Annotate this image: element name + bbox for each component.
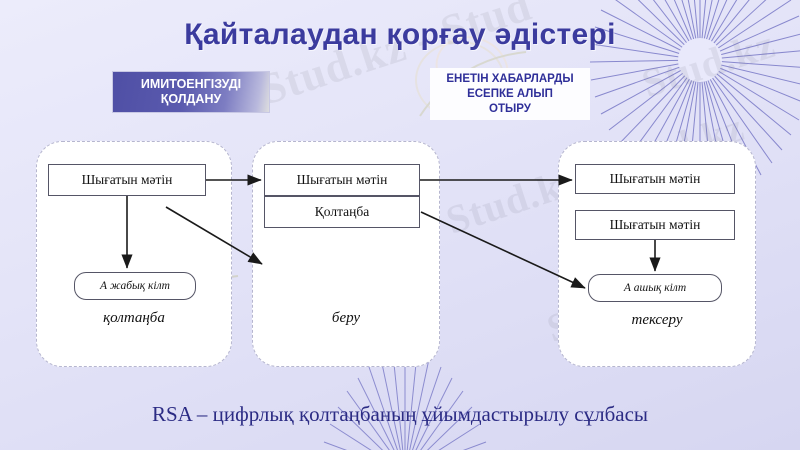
callout-label-imitation: ИМИТОЕНГІЗУДІ ҚОЛДАНУ <box>112 71 270 113</box>
slide-caption: RSA – цифрлық қолтаңбаның ұйымдастырылу … <box>151 402 649 426</box>
box-send-signature: Қолтаңба <box>264 196 420 228</box>
callout-label-incoming-messages: ЕНЕТІН ХАБАРЛАРДЫ ЕСЕПКЕ АЛЫП ОТЫРУ <box>430 68 590 120</box>
panel-caption-send: беру <box>331 310 361 326</box>
box-send-plaintext: Шығатын мәтін <box>264 164 420 196</box>
box-sign-private-key: А жабық кілт <box>74 272 196 300</box>
callout-right-line2: ЕСЕПКЕ АЛЫП <box>467 87 553 100</box>
box-verify-plaintext-1: Шығатын мәтін <box>575 164 735 194</box>
box-verify-public-key: А ашық кілт <box>588 274 722 302</box>
callout-left-line2: ҚОЛДАНУ <box>160 92 222 106</box>
callout-right-line3: ОТЫРУ <box>489 102 531 115</box>
panel-caption-verify: тексеру <box>631 312 683 328</box>
callout-right-line1: ЕНЕТІН ХАБАРЛАРДЫ <box>446 72 574 85</box>
panel-caption-sign: қолтаңба <box>103 310 165 326</box>
box-sign-plaintext: Шығатын мәтін <box>48 164 206 196</box>
callout-left-line1: ИМИТОЕНГІЗУДІ <box>140 77 242 91</box>
page-title: Қайталаудан қорғау әдістері <box>184 18 616 51</box>
box-verify-plaintext-2: Шығатын мәтін <box>575 210 735 240</box>
